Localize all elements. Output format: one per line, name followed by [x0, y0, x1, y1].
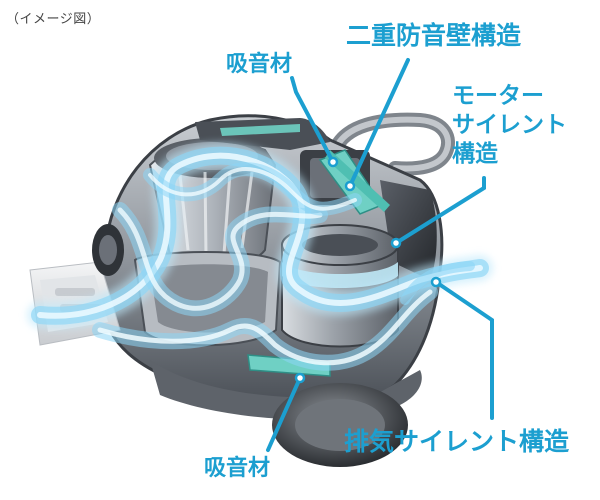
- leader-exhaust: [434, 280, 494, 420]
- label-motor-line1: モーター: [452, 83, 544, 109]
- airflow-paths: [27, 142, 493, 371]
- leader-dot-absorber-top: [327, 156, 339, 168]
- label-motor-line2: サイレント: [452, 111, 567, 138]
- label-exhaust-silent: 排気サイレント構造: [344, 427, 570, 456]
- rear-wheel: [272, 383, 408, 467]
- leader-dot-absorber-bottom: [294, 372, 306, 384]
- label-motor-line3: 構造: [452, 140, 498, 167]
- leader-dot-double-wall: [344, 180, 356, 192]
- label-absorber-top: 吸音材: [226, 52, 293, 77]
- front-inlet: [92, 224, 124, 276]
- label-double-wall: 二重防音壁構造: [346, 21, 522, 50]
- double-wall: [325, 150, 390, 212]
- leader-dot-exhaust: [430, 276, 442, 288]
- leader-absorber-top: [290, 76, 335, 164]
- leader-double-wall: [348, 58, 410, 188]
- leader-lines: [266, 58, 494, 452]
- image-caption: （イメージ図）: [6, 12, 101, 27]
- label-absorber-bottom: 吸音材: [204, 456, 271, 481]
- leader-dot-motor: [390, 237, 402, 249]
- leader-absorber-bottom: [266, 376, 302, 452]
- label-motor-silent: モーター サイレント 構造: [452, 82, 567, 168]
- leader-dots: [294, 156, 442, 384]
- leader-motor: [394, 176, 486, 245]
- carry-handle: [328, 112, 455, 176]
